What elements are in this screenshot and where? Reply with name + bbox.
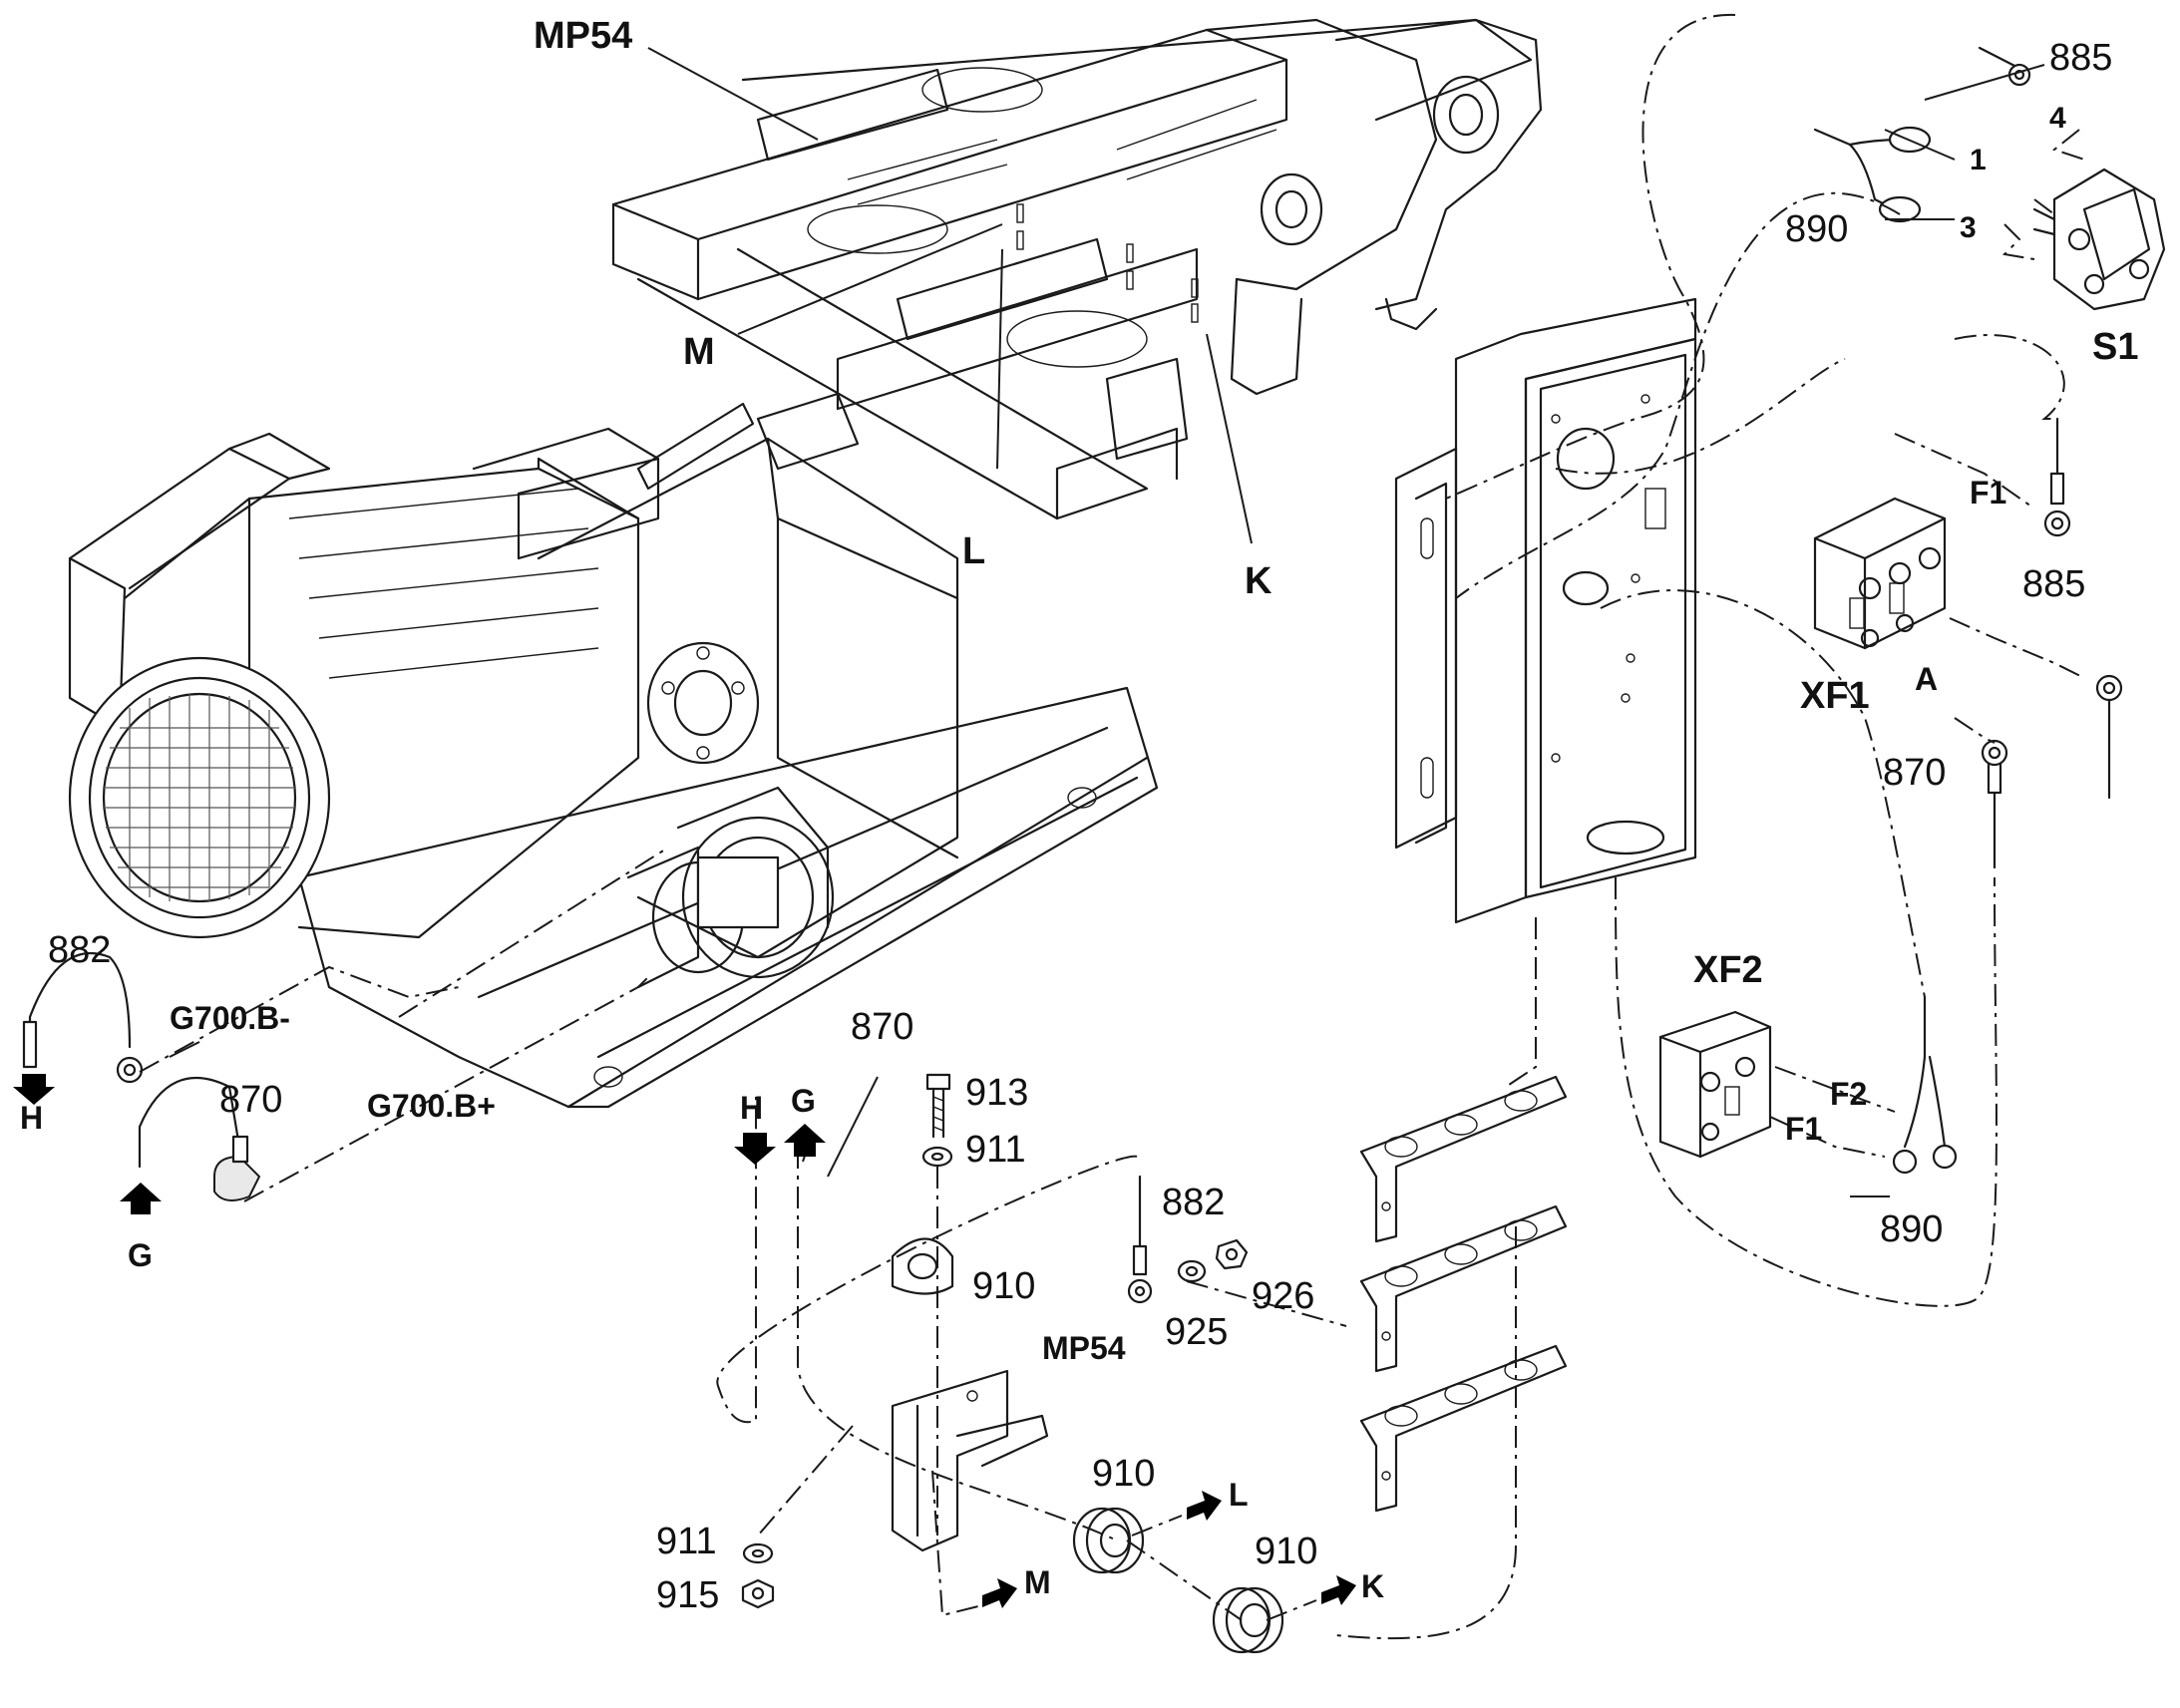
label-925: 925 bbox=[1165, 1311, 1228, 1353]
chassis-frame bbox=[611, 18, 1543, 520]
nut-915 bbox=[741, 1578, 775, 1609]
label-k-arrow: K bbox=[1361, 1568, 1384, 1604]
label-f1-low: F1 bbox=[1785, 1111, 1822, 1147]
cable-routes bbox=[139, 13, 2085, 1640]
direction-arrows bbox=[13, 1074, 1356, 1608]
arrow-h-mid bbox=[734, 1133, 776, 1165]
callout-labels: MP54 M L K 885 4 1 3 890 S1 F1 885 XF1 A… bbox=[20, 15, 2138, 1616]
label-k-frame: K bbox=[1245, 560, 1272, 602]
cable-890-low bbox=[1892, 995, 1958, 1175]
label-882-mid: 882 bbox=[1162, 1182, 1225, 1223]
cable-870-left bbox=[138, 1077, 260, 1201]
label-l-frame: L bbox=[962, 530, 985, 572]
arrow-g-mid bbox=[784, 1124, 826, 1157]
arrow-l bbox=[1187, 1491, 1222, 1521]
label-870-right: 870 bbox=[1883, 752, 1946, 794]
terminal-block-xf1 bbox=[1813, 497, 1947, 650]
label-g700-bminus: G700.B- bbox=[170, 1000, 290, 1036]
nut-926 bbox=[1215, 1238, 1249, 1270]
clamp-910-mid bbox=[891, 1237, 954, 1295]
cable-rail-stack bbox=[1359, 1075, 1568, 1513]
label-terminal-4: 4 bbox=[2049, 102, 2066, 135]
label-mp54-low: MP54 bbox=[1042, 1330, 1126, 1366]
label-terminal-1: 1 bbox=[1970, 144, 1987, 176]
label-f1-top: F1 bbox=[1970, 475, 2006, 511]
label-890-low: 890 bbox=[1880, 1208, 1943, 1250]
arrow-k bbox=[1321, 1575, 1356, 1605]
cable-885-mid bbox=[2043, 417, 2071, 537]
label-m-arrow: M bbox=[1024, 1564, 1051, 1600]
label-m-frame: M bbox=[683, 331, 715, 373]
label-911-low: 911 bbox=[656, 1521, 717, 1562]
cable-870-right bbox=[1981, 739, 2008, 869]
label-870-mid: 870 bbox=[851, 1006, 913, 1048]
switch-s1 bbox=[2032, 168, 2166, 311]
label-xf1: XF1 bbox=[1800, 675, 1870, 717]
label-910-low1: 910 bbox=[1092, 1453, 1155, 1495]
arrow-g-left bbox=[120, 1183, 162, 1214]
label-g700-bplus: G700.B+ bbox=[367, 1088, 496, 1124]
label-915: 915 bbox=[656, 1574, 719, 1616]
control-box bbox=[1394, 297, 1697, 924]
leader-lines bbox=[169, 47, 2045, 1197]
label-885-mid: 885 bbox=[2022, 563, 2085, 605]
cable-882-left bbox=[22, 952, 144, 1084]
washer-925 bbox=[1177, 1259, 1207, 1283]
label-910-low2: 910 bbox=[1255, 1531, 1317, 1572]
label-s1: S1 bbox=[2092, 326, 2138, 368]
label-l-arrow: L bbox=[1229, 1477, 1249, 1513]
label-913: 913 bbox=[965, 1072, 1028, 1114]
label-926: 926 bbox=[1252, 1275, 1314, 1317]
cable-right-stub bbox=[2095, 674, 2123, 800]
label-882-left: 882 bbox=[48, 929, 111, 971]
label-f2: F2 bbox=[1830, 1076, 1867, 1112]
label-terminal-3: 3 bbox=[1960, 211, 1977, 244]
fan-grille bbox=[104, 694, 295, 901]
terminal-block-xf2 bbox=[1658, 1010, 1772, 1159]
mounting-bracket bbox=[891, 1369, 1049, 1552]
label-g-mid: G bbox=[791, 1083, 816, 1119]
washer-911-top bbox=[921, 1146, 953, 1168]
clamp-910-low1 bbox=[1072, 1507, 1145, 1574]
motor-compressor-unit bbox=[68, 402, 1159, 1109]
label-mp54-top: MP54 bbox=[534, 15, 632, 57]
label-885-top: 885 bbox=[2049, 37, 2112, 79]
label-a: A bbox=[1915, 661, 1938, 697]
label-h-left: H bbox=[20, 1100, 43, 1136]
label-911-top: 911 bbox=[965, 1129, 1026, 1171]
arrow-m bbox=[982, 1578, 1017, 1608]
clamp-910-low2 bbox=[1212, 1586, 1284, 1654]
cable-882-mid bbox=[1127, 1175, 1153, 1304]
arrow-h-left bbox=[13, 1074, 55, 1105]
label-910-mid: 910 bbox=[972, 1265, 1035, 1307]
label-870-left: 870 bbox=[219, 1079, 282, 1121]
cable-885-top bbox=[1978, 46, 2031, 87]
label-g-left: G bbox=[128, 1237, 153, 1273]
label-h-mid: H bbox=[740, 1090, 763, 1126]
label-890-top: 890 bbox=[1785, 208, 1848, 250]
label-xf2: XF2 bbox=[1693, 949, 1763, 991]
bolt-913 bbox=[925, 1073, 951, 1139]
washer-911-low bbox=[742, 1542, 774, 1564]
